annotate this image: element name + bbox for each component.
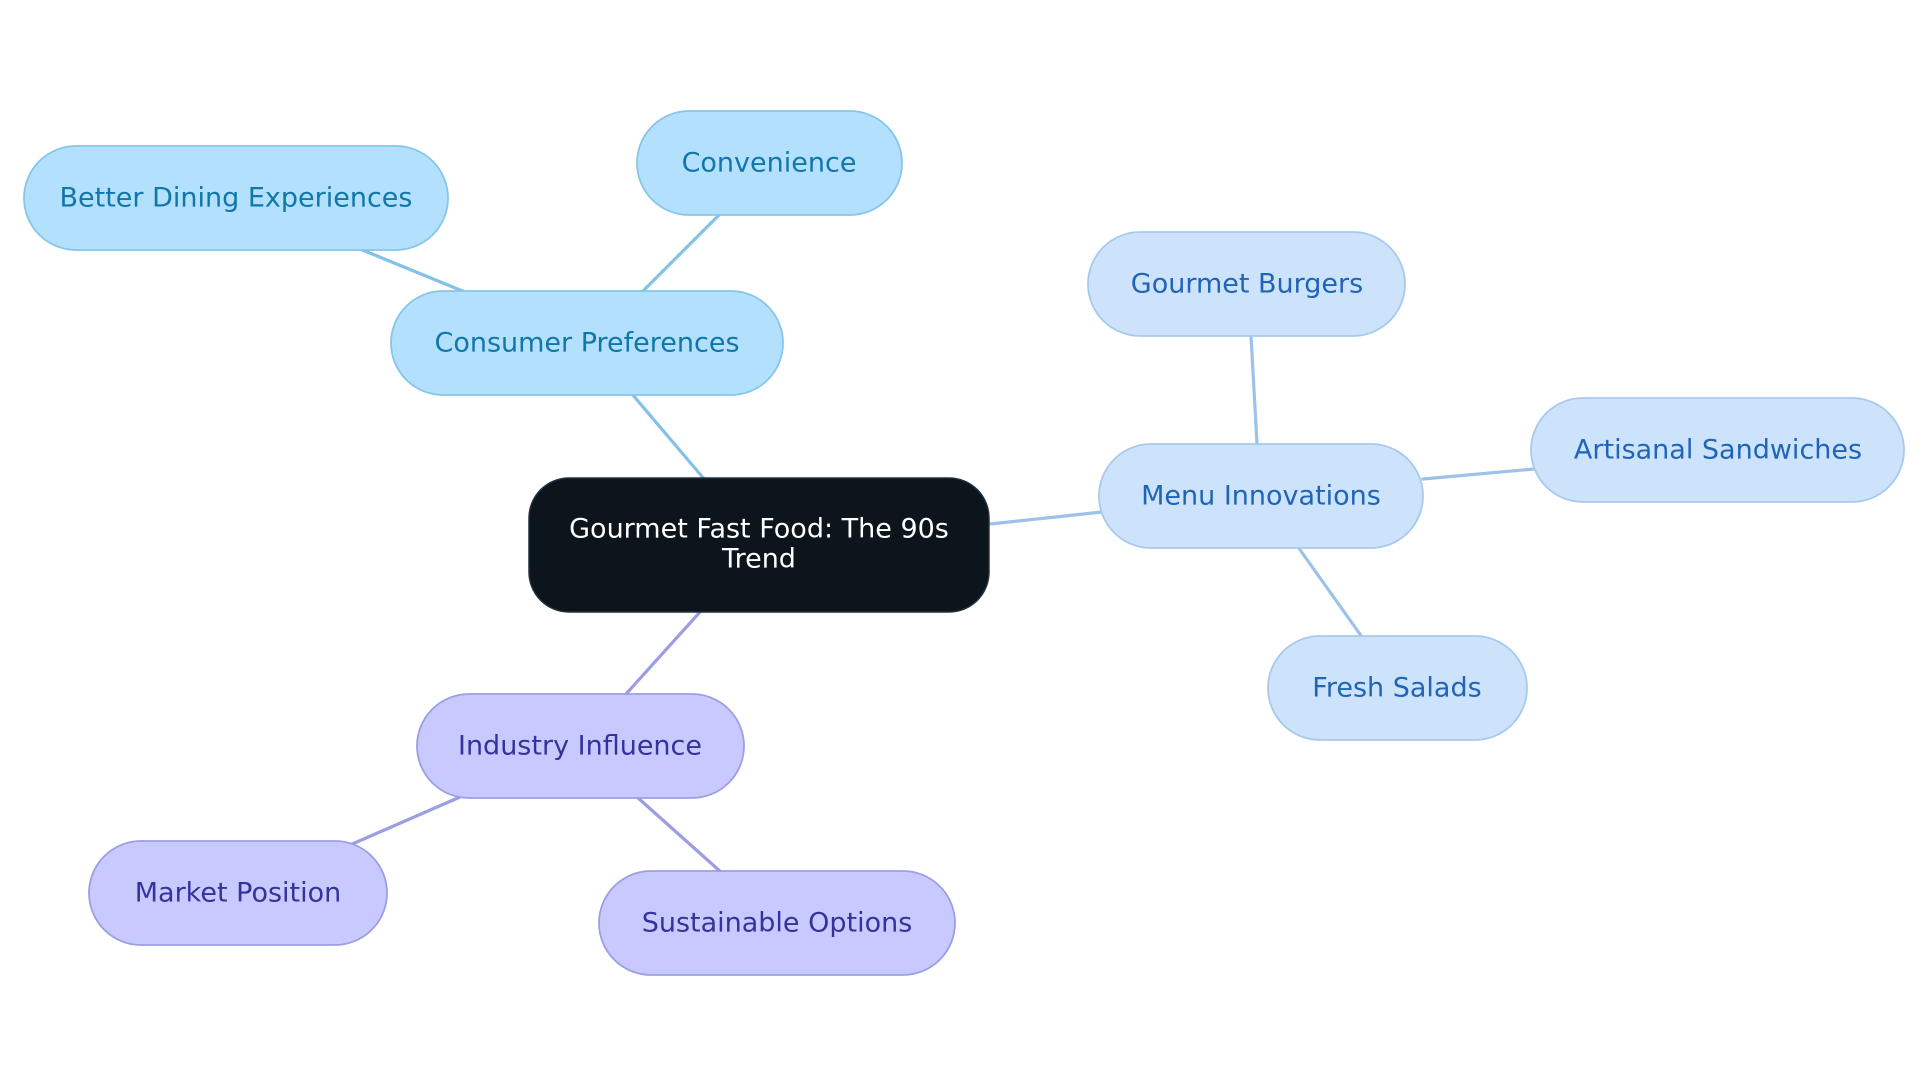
branch-menu-innovations: Menu Innovations Gourmet Burgers Artisan… — [1087, 231, 1905, 741]
gourmet-burgers-node-shape — [1087, 231, 1406, 337]
sustainable-options-node-shape — [598, 870, 956, 976]
root-node-title-line-1: Gourmet Fast Food: The 90s — [569, 514, 949, 545]
connector-menu-innovations-fresh-salads — [1296, 545, 1364, 639]
artisanal-sandwiches-label: Artisanal Sandwiches — [1574, 435, 1862, 466]
connector-consumer-preferences-convenience — [638, 213, 721, 296]
root-node: Gourmet Fast Food: The 90s Trend — [528, 477, 990, 613]
menu-innovations-label: Menu Innovations — [1141, 481, 1381, 512]
fresh-salads-node-shape — [1267, 635, 1528, 741]
root-node-shape — [528, 477, 990, 613]
connector-consumer-preferences-better-dining — [358, 247, 467, 294]
consumer-preferences-label: Consumer Preferences — [434, 328, 739, 359]
market-position-node-shape — [88, 840, 388, 946]
root-node-title-line-2: Trend — [721, 544, 796, 575]
industry-influence-node-shape — [416, 693, 745, 799]
artisanal-sandwiches-node-shape — [1530, 397, 1905, 503]
connector-root-industry-influence — [624, 610, 702, 696]
better-dining-experiences-label: Better Dining Experiences — [60, 183, 413, 214]
connector-industry-influence-market-position — [348, 795, 462, 847]
menu-innovations-node-shape — [1098, 443, 1424, 549]
convenience-label: Convenience — [682, 148, 857, 179]
connectors — [348, 213, 1536, 875]
industry-influence-label: Industry Influence — [458, 731, 702, 762]
connector-menu-innovations-gourmet-burgers — [1249, 334, 1259, 446]
branch-consumer-preferences: Consumer Preferences Convenience Better … — [23, 110, 903, 396]
consumer-preferences-node-shape — [390, 290, 784, 396]
fresh-salads-label: Fresh Salads — [1312, 673, 1481, 704]
connector-root-menu-innovations — [988, 510, 1104, 526]
connector-menu-innovations-artisanal-sandwiches — [1421, 467, 1536, 481]
connector-root-consumer-preferences — [630, 392, 707, 482]
market-position-label: Market Position — [135, 878, 342, 909]
connector-industry-influence-sustainable-options — [635, 795, 724, 875]
better-dining-experiences-node-shape — [23, 145, 449, 251]
gourmet-burgers-label: Gourmet Burgers — [1131, 269, 1363, 300]
convenience-node-shape — [636, 110, 903, 216]
branch-industry-influence: Industry Influence Market Position Susta… — [88, 693, 956, 976]
sustainable-options-label: Sustainable Options — [642, 908, 913, 939]
